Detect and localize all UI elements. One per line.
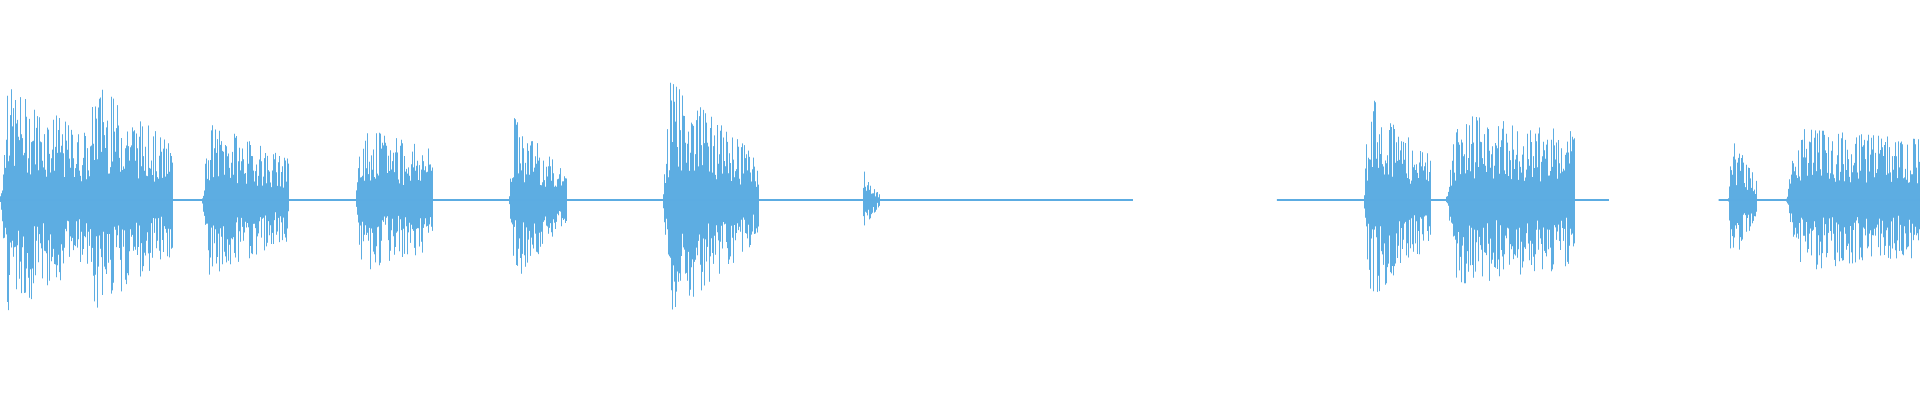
waveform-path bbox=[0, 82, 1920, 311]
waveform-bars bbox=[0, 82, 1920, 311]
